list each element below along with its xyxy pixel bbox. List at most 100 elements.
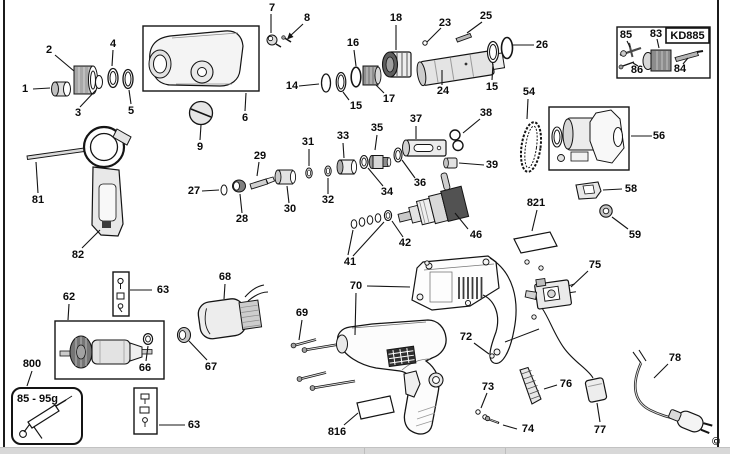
- leader-line: [343, 412, 359, 426]
- part-68-stator: [247, 291, 269, 302]
- leader-line: [286, 185, 290, 204]
- part-70-housing-outer: [415, 420, 433, 427]
- leader-line: [353, 49, 357, 67]
- part-70-housing-inner: [482, 257, 517, 364]
- brush-box-top: [112, 271, 130, 317]
- part-28: [233, 181, 240, 191]
- part-72-screws: [538, 265, 544, 271]
- callout-17: 17: [383, 93, 395, 105]
- part-68-stator: [240, 304, 258, 308]
- leader-line: [79, 89, 97, 108]
- part-25: [455, 32, 473, 43]
- part-800-grease: [64, 395, 73, 401]
- leader-line: [454, 212, 469, 230]
- callout-28: 28: [236, 213, 248, 225]
- callout-85: 85: [620, 29, 632, 41]
- part-81-rod: [26, 147, 86, 161]
- leader-line: [602, 188, 623, 191]
- leader-line: [244, 92, 247, 112]
- leader-line: [188, 340, 208, 361]
- leader-line: [401, 159, 416, 179]
- part-41-washers: [374, 213, 382, 223]
- part-77-capacitor: [588, 383, 602, 388]
- part-70-housing-outer: [336, 334, 348, 354]
- part-29: [249, 178, 269, 190]
- part-70-housing-inner: [464, 299, 472, 307]
- callout-821: 821: [527, 197, 545, 209]
- part-63-brushes: [118, 307, 123, 313]
- grease-box: [11, 387, 83, 445]
- leader-line: [596, 402, 601, 423]
- callout-46: 46: [470, 229, 482, 241]
- leader-line: [531, 209, 538, 232]
- part-800-grease: [19, 430, 27, 438]
- leader-line: [543, 384, 558, 390]
- callout-70: 70: [350, 280, 362, 292]
- leader-line: [426, 27, 442, 43]
- part-6-housing: [153, 54, 167, 74]
- horizontal-scrollbar[interactable]: [0, 447, 730, 454]
- leader-line: [473, 342, 490, 355]
- part-66: [145, 335, 151, 343]
- part-32: [325, 167, 331, 175]
- part-72-screws: [524, 259, 530, 265]
- part-24: [434, 60, 439, 83]
- part-76-spring: [529, 390, 540, 395]
- part-56-gearcase: [557, 154, 565, 162]
- part-70-housing-outer: [351, 321, 427, 329]
- part-78-cord: [668, 409, 682, 422]
- part-37: [413, 144, 434, 152]
- part-32: [324, 165, 332, 177]
- callout-18: 18: [390, 12, 402, 24]
- part-41-washers: [358, 217, 366, 227]
- page-border-right: [717, 0, 719, 447]
- leader-line: [458, 162, 485, 166]
- callout-5: 5: [128, 105, 134, 117]
- part-17: [374, 66, 382, 85]
- callout-6: 6: [242, 112, 248, 124]
- part-82-handle: [98, 183, 117, 222]
- part-75-switch: [547, 289, 556, 298]
- callout-58: 58: [625, 183, 637, 195]
- brush-box-bottom: [133, 387, 158, 435]
- callout-59: 59: [629, 229, 641, 241]
- part-70-housing-outer: [403, 370, 421, 398]
- callout-56: 56: [653, 130, 665, 142]
- part-83-chuck: [650, 49, 672, 72]
- part-68-stator: [241, 309, 259, 313]
- part-62-armature: [59, 350, 71, 357]
- part-46-spindle: [423, 200, 430, 223]
- leader-line: [526, 98, 529, 120]
- leader-line: [682, 57, 689, 65]
- part-29: [265, 176, 276, 185]
- leader-line: [223, 283, 226, 300]
- leader-line: [354, 292, 357, 336]
- leader-line: [480, 392, 488, 409]
- callout-63: 63: [188, 419, 200, 431]
- part-800-grease: [55, 399, 67, 407]
- part-77-capacitor: [584, 377, 608, 403]
- page-border-left: [3, 0, 5, 447]
- part-73: [475, 409, 481, 415]
- part-63-brushes-2: [142, 417, 148, 423]
- part-35: [386, 157, 392, 167]
- leader-line: [256, 161, 260, 177]
- part-82-handle: [102, 221, 111, 228]
- callout-39: 39: [486, 159, 498, 171]
- leader-line: [81, 229, 101, 249]
- part-70-housing-outer: [392, 349, 396, 365]
- callout-81: 81: [32, 194, 44, 206]
- part-78-cord: [634, 362, 677, 420]
- part-63-brushes: [117, 303, 124, 309]
- callout-2: 2: [46, 44, 52, 56]
- leader-line: [32, 87, 51, 90]
- part-75-switch: [569, 291, 576, 294]
- model-label: KD885: [670, 30, 704, 42]
- callout-14: 14: [286, 80, 299, 92]
- part-70-housing-inner: [416, 293, 424, 301]
- part-76-spring: [519, 366, 542, 405]
- leader-line: [342, 91, 350, 101]
- part-70-housing-outer: [416, 412, 436, 420]
- callout-42: 42: [399, 237, 411, 249]
- part-42: [385, 212, 391, 219]
